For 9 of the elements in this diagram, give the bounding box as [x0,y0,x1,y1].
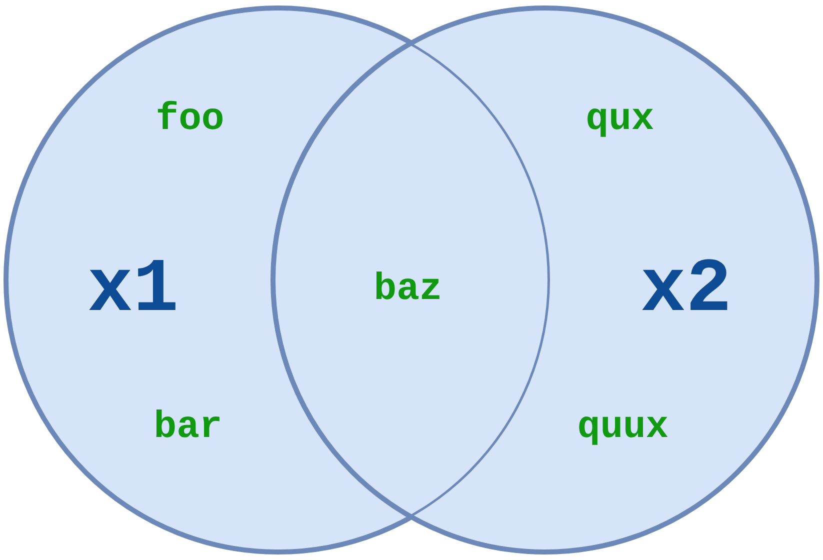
set-label: x1 [87,252,179,328]
set-circle [3,5,553,555]
region-label: qux [586,101,654,139]
region-label: foo [156,101,224,139]
set-label: x2 [640,252,732,328]
region-label: quux [577,409,669,447]
set-circle [270,5,820,555]
region-label: bar [154,409,222,447]
region-label: baz [374,271,442,309]
